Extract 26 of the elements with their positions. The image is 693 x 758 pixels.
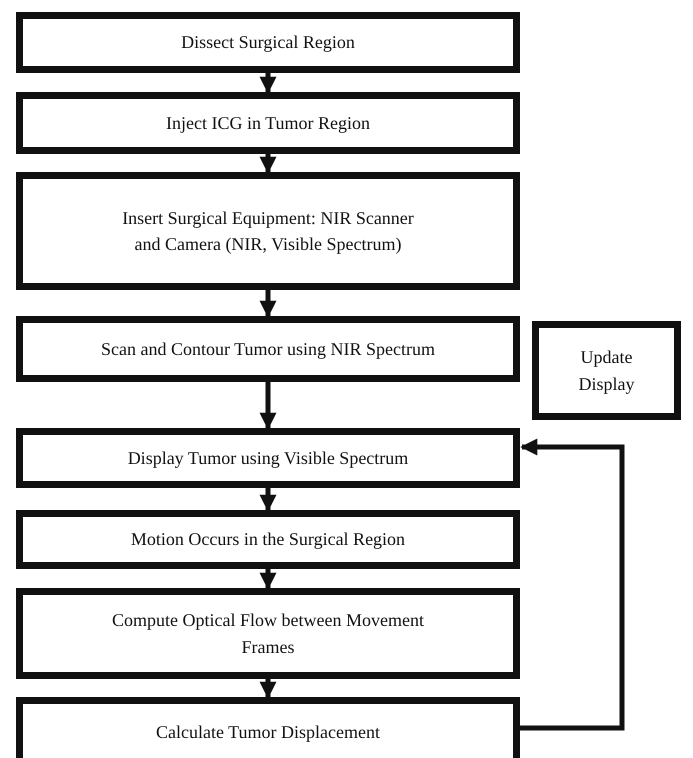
step-text: Scan and Contour Tumor using NIR Spectrum <box>100 338 435 361</box>
arrow <box>260 290 276 318</box>
arrow <box>260 679 276 699</box>
process-box <box>16 510 520 569</box>
step-text: Calculate Tumor Displacement <box>156 720 380 744</box>
step-text: Inject ICG in Tumor Region <box>166 112 370 135</box>
process-box <box>532 321 681 420</box>
arrow <box>260 569 276 590</box>
step-text: Display Tumor using Visible Spectrum <box>128 446 408 470</box>
arrow <box>260 73 276 94</box>
arrow <box>260 154 276 174</box>
arrow <box>520 438 624 730</box>
step-text: Update Display <box>578 346 636 396</box>
arrow <box>260 382 276 430</box>
process-box <box>16 316 520 382</box>
step-text: Dissect Surgical Region <box>181 31 355 54</box>
step-text: Motion Occurs in the Surgical Region <box>130 528 406 552</box>
process-box <box>16 697 520 758</box>
process-box <box>16 588 520 679</box>
process-box <box>16 12 520 73</box>
process-box <box>16 172 520 290</box>
process-box <box>16 92 520 154</box>
step-text: Insert Surgical Equipment: NIR Scanner and Camera (NIR, Visible Spectrum) <box>121 206 415 256</box>
step-text: Compute Optical Flow between Movement Frames <box>111 609 425 658</box>
process-box <box>16 428 520 488</box>
arrow <box>260 488 276 512</box>
